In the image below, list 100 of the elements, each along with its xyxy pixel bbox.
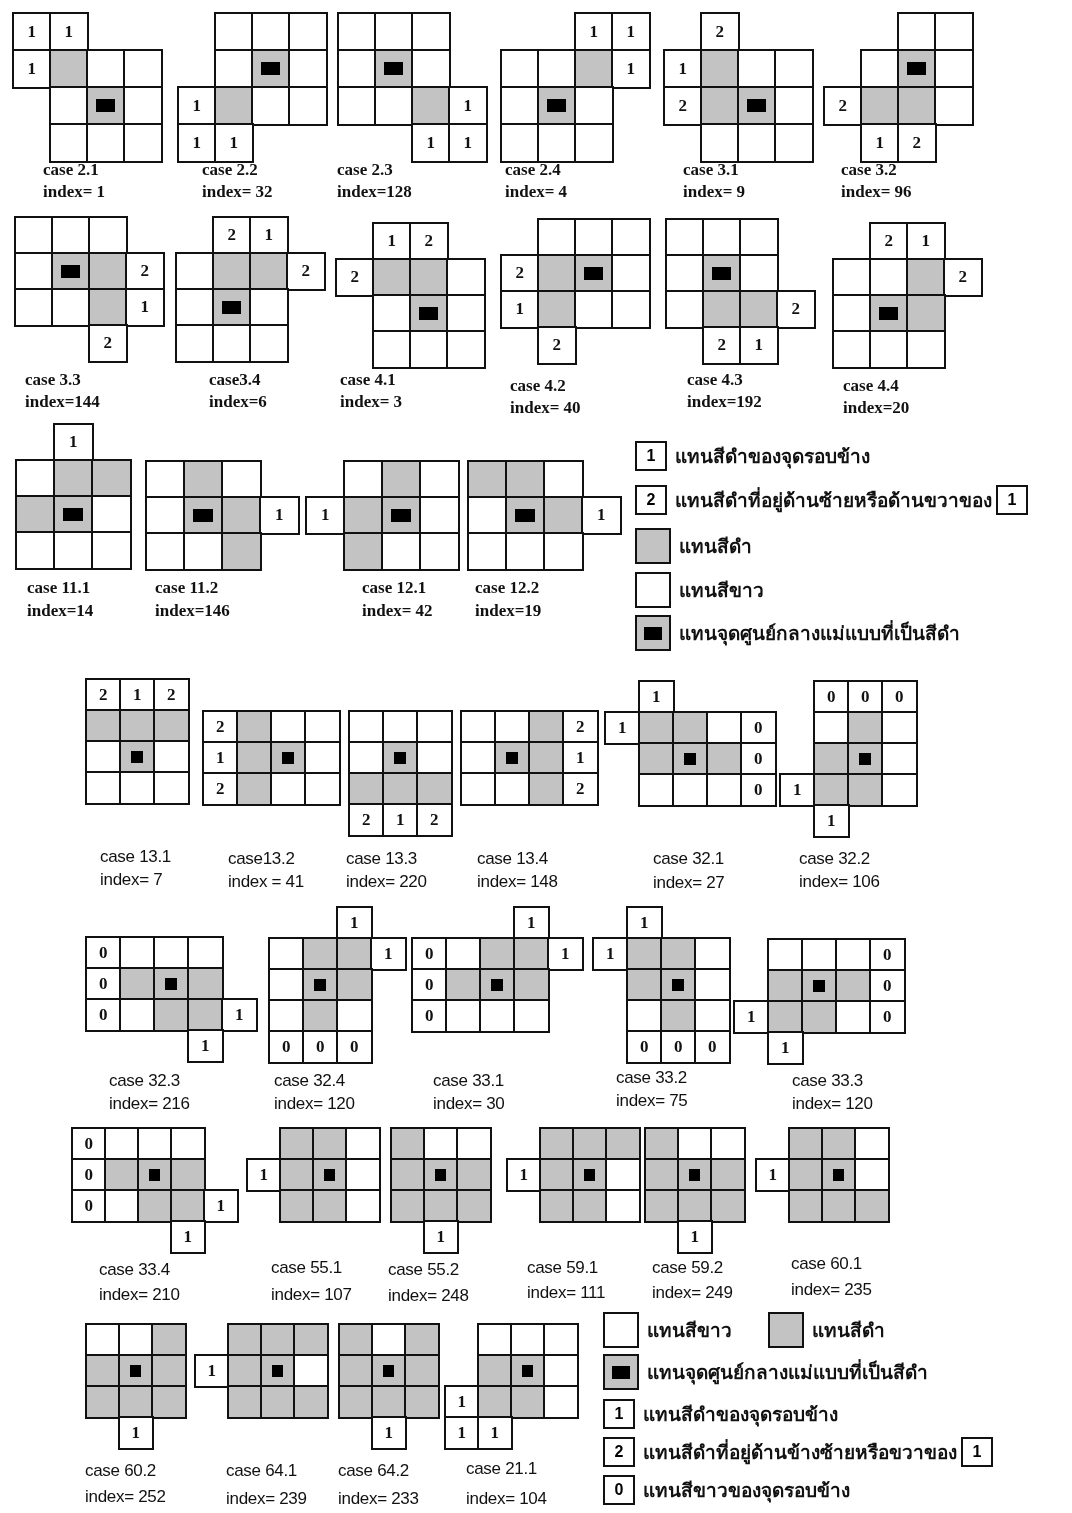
number-cell: 2 [88, 324, 128, 363]
index-label: index= 248 [388, 1286, 469, 1306]
legend-text: แทนสีดำ [812, 1318, 885, 1343]
number-cell: 0 [336, 1030, 373, 1064]
number-cell: 1 [382, 803, 419, 837]
number-cell: 1 [448, 123, 488, 163]
number-cell: 1 [372, 222, 412, 261]
case-label: case 33.3 [792, 1071, 864, 1091]
number-cell: 2 [823, 86, 863, 126]
number-cell: 2 [153, 678, 190, 712]
legend-text: แทนสีขาวของจุดรอบข้าง [643, 1478, 850, 1505]
case-label: case 32.2 [799, 849, 871, 869]
index-label: index= 75 [616, 1091, 688, 1111]
number-cell: 1 [500, 290, 540, 329]
number-box: 2 [603, 1437, 635, 1467]
number-cell: 1 [411, 123, 451, 163]
index-label: index= 104 [466, 1489, 547, 1509]
number-cell: 1 [611, 12, 651, 52]
number-cell: 1 [767, 1031, 804, 1065]
number-cell: 1 [249, 216, 289, 255]
index-label: index= 120 [792, 1094, 873, 1114]
number-cell: 1 [214, 123, 254, 163]
number-cell: 2 [537, 326, 577, 365]
number-cell: 1 [203, 1189, 239, 1223]
number-cell: 1 [49, 12, 89, 52]
number-cell: 1 [739, 326, 779, 365]
number-cell: 1 [860, 123, 900, 163]
number-cell: 2 [702, 326, 742, 365]
number-cell: 2 [286, 252, 326, 291]
number-cell: 1 [638, 680, 675, 714]
legend-text: แทนสีขาว [679, 578, 764, 603]
case-label: case 21.1 [466, 1459, 538, 1479]
number-cell: 0 [411, 999, 448, 1033]
number-cell: 1 [562, 741, 599, 775]
legend-text: แทนจุดศูนย์กลางแม่แบบที่เป็นสีดำ [647, 1358, 928, 1387]
number-cell: 1 [177, 86, 217, 126]
case-label: case 2.3 [337, 160, 393, 180]
number-cell: 0 [740, 773, 777, 807]
number-cell: 1 [448, 86, 488, 126]
number-box: 1 [603, 1399, 635, 1429]
number-cell: 2 [202, 772, 239, 806]
index-label: index=20 [843, 398, 910, 418]
index-label: index= 120 [274, 1094, 355, 1114]
number-cell: 1 [12, 49, 52, 89]
number-box: 1 [996, 485, 1028, 515]
number-cell: 1 [604, 711, 641, 745]
number-cell: 1 [170, 1220, 206, 1254]
number-cell: 0 [869, 938, 906, 972]
number-box: 0 [603, 1475, 635, 1505]
case-label: case 33.4 [99, 1260, 171, 1280]
number-cell: 2 [409, 222, 449, 261]
number-cell: 1 [370, 937, 407, 971]
number-cell: 0 [881, 680, 918, 714]
number-cell: 1 [779, 773, 816, 807]
case-label: case 60.2 [85, 1461, 157, 1481]
number-cell: 1 [53, 423, 94, 462]
number-cell: 1 [444, 1416, 480, 1450]
index-label: index= 210 [99, 1285, 180, 1305]
number-cell: 1 [246, 1158, 282, 1192]
legend-text: แทนสีดำที่อยู่ด้านข้างซ้ายหรือขวาของ [643, 1438, 957, 1467]
number-cell: 0 [740, 742, 777, 776]
index-label: index= 40 [510, 398, 581, 418]
number-cell: 2 [416, 803, 453, 837]
index-label: index=128 [337, 182, 412, 202]
index-label: index=6 [209, 392, 267, 412]
index-label: index= 32 [202, 182, 273, 202]
index-label: index=192 [687, 392, 762, 412]
number-box: 2 [635, 485, 667, 515]
index-label: index= 9 [683, 182, 746, 202]
index-label: index= 1 [43, 182, 106, 202]
number-cell: 2 [943, 258, 983, 297]
number-cell: 1 [125, 288, 165, 327]
index-label: index=146 [155, 601, 230, 621]
number-cell: 2 [897, 123, 937, 163]
number-cell: 1 [906, 222, 946, 261]
number-cell: 0 [626, 1030, 663, 1064]
index-label: index=144 [25, 392, 100, 412]
number-cell: 1 [336, 906, 373, 940]
index-label: index= 30 [433, 1094, 505, 1114]
number-cell: 0 [302, 1030, 339, 1064]
number-cell: 1 [677, 1220, 713, 1254]
number-cell: 1 [221, 998, 258, 1032]
number-box: 1 [961, 1437, 993, 1467]
case-label: case 11.1 [27, 578, 91, 598]
number-cell: 2 [562, 772, 599, 806]
case-label: case 12.1 [362, 578, 427, 598]
number-cell: 2 [125, 252, 165, 291]
case-label: case 33.1 [433, 1071, 505, 1091]
index-label: index = 41 [228, 872, 304, 892]
number-cell: 1 [259, 496, 300, 535]
number-cell: 1 [813, 804, 850, 838]
index-label: index= 235 [791, 1280, 872, 1300]
index-label: index= 148 [477, 872, 558, 892]
number-cell: 0 [694, 1030, 731, 1064]
legend-text: แทนสีดำที่อยู่ด้านซ้ายหรือด้านขวาของ [675, 486, 992, 515]
case-label: case 3.2 [841, 160, 897, 180]
case-label: case 59.2 [652, 1258, 724, 1278]
number-cell: 2 [562, 710, 599, 744]
case-label: case 33.2 [616, 1068, 688, 1088]
number-cell: 1 [592, 937, 629, 971]
